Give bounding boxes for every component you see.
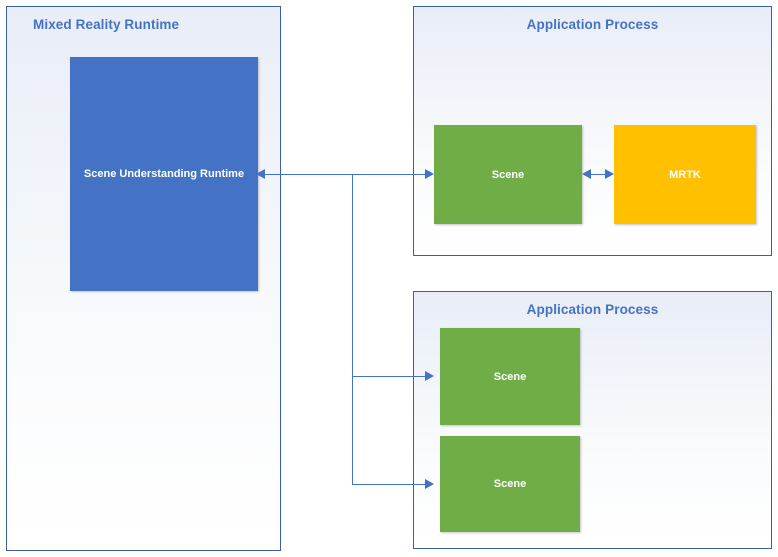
panel-title-mixed-reality-runtime: Mixed Reality Runtime <box>33 17 180 32</box>
connector-trunk-vertical <box>352 174 353 485</box>
box-label-scene-middle: Scene <box>493 370 527 383</box>
connector-scene-top-to-mrtk-line <box>589 174 607 175</box>
connector-scene-top-to-mrtk-arrowhead-left <box>582 169 591 179</box>
connector-trunk-to-scene-bottom-arrowhead <box>425 479 434 489</box>
panel-title-application-process-bottom: Application Process <box>526 302 659 317</box>
connector-scene-top-to-mrtk-arrowhead-right <box>605 169 614 179</box>
connector-trunk-to-scene-bottom-line <box>352 484 431 485</box>
box-scene-bottom[interactable]: Scene <box>440 436 580 532</box>
box-mrtk[interactable]: MRTK <box>614 125 756 224</box>
connector-trunk-to-scene-middle-arrowhead <box>425 371 434 381</box>
panel-title-application-process-top: Application Process <box>526 17 659 32</box>
connector-trunk-to-scene-middle-line <box>352 376 431 377</box>
box-label-scene-top: Scene <box>491 168 525 181</box>
box-label-scene-understanding-runtime: Scene Understanding Runtime <box>83 168 245 180</box>
connector-runtime-to-scene-top-line <box>263 174 431 175</box>
connector-runtime-to-scene-top-arrowhead-right <box>425 169 434 179</box>
box-scene-middle[interactable]: Scene <box>440 328 580 425</box>
box-label-scene-bottom: Scene <box>493 478 527 490</box>
box-scene-top[interactable]: Scene <box>434 125 582 224</box>
box-label-mrtk: MRTK <box>669 168 701 181</box>
box-scene-understanding-runtime[interactable]: Scene Understanding Runtime <box>70 57 258 291</box>
connector-runtime-to-scene-top-arrowhead-left <box>256 169 265 179</box>
